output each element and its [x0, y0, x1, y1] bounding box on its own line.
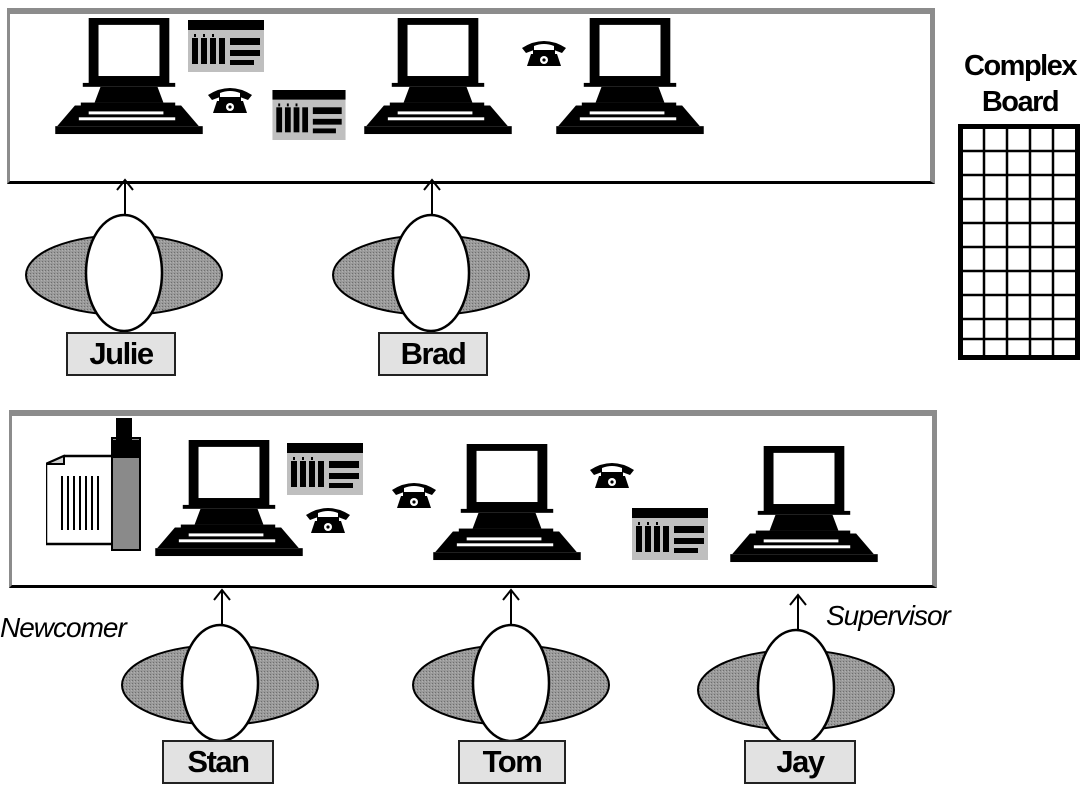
telephone-icon	[588, 460, 636, 490]
calendar-icon	[272, 90, 346, 140]
name-tag-jay: Jay	[744, 740, 856, 784]
role-label-supervisor: Supervisor	[826, 600, 951, 631]
name-tag-julie: Julie	[66, 332, 176, 376]
telephone-icon	[304, 505, 352, 535]
arrow-up-icon	[422, 178, 442, 214]
computer-icon	[432, 444, 582, 562]
name-tag-stan: Stan	[162, 740, 274, 784]
person-brad-icon	[331, 213, 531, 333]
computer-icon	[730, 446, 878, 564]
computer-icon	[556, 18, 704, 136]
board-title-line2: Board	[981, 86, 1060, 118]
name-tag-tom: Tom	[458, 740, 566, 784]
computer-icon	[55, 18, 203, 136]
person-stan-icon	[120, 623, 320, 743]
person-jay-icon	[696, 628, 896, 748]
name-tag-brad: Brad	[378, 332, 488, 376]
arrow-up-icon	[212, 588, 232, 624]
calendar-icon	[286, 443, 364, 495]
board-title-line1: Complex	[964, 50, 1077, 82]
person-julie-icon	[24, 213, 224, 333]
calendar-icon	[188, 20, 264, 72]
telephone-icon	[390, 480, 438, 510]
computer-icon	[154, 440, 304, 558]
complex-board-grid-icon	[958, 124, 1080, 360]
arrow-up-icon	[788, 593, 808, 629]
arrow-up-icon	[501, 588, 521, 624]
person-tom-icon	[411, 623, 611, 743]
computer-icon	[364, 18, 512, 136]
calendar-icon	[632, 508, 708, 560]
printer-icon	[46, 418, 146, 554]
role-label-newcomer: Newcomer	[0, 612, 127, 643]
arrow-up-icon	[115, 178, 135, 214]
complex-board-title: Complex Board	[950, 48, 1090, 120]
telephone-icon	[206, 85, 254, 115]
